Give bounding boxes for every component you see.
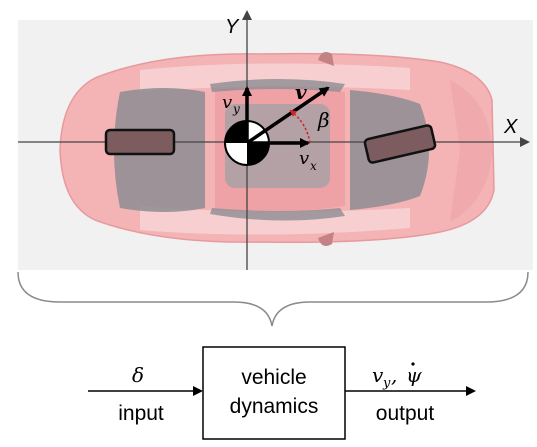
vehicle-dynamics-block bbox=[202, 346, 346, 440]
input-label: input bbox=[118, 402, 164, 425]
svg-text:y: y bbox=[382, 376, 391, 391]
v-label: v bbox=[295, 80, 307, 104]
vx-label: v bbox=[299, 148, 309, 169]
input-symbol: δ bbox=[132, 363, 144, 387]
block-label-line2: dynamics bbox=[230, 395, 319, 418]
vy-subscript: y bbox=[232, 102, 240, 116]
vy-label: v bbox=[222, 92, 232, 113]
output-symbol: v y , ψ bbox=[372, 362, 422, 391]
output-label: output bbox=[376, 402, 435, 425]
grouping-brace bbox=[17, 271, 529, 327]
svg-text:,: , bbox=[391, 363, 397, 387]
svg-text:v: v bbox=[372, 363, 384, 387]
vx-subscript: x bbox=[310, 159, 317, 173]
v-vector bbox=[246, 86, 330, 145]
beta-label: β bbox=[317, 108, 330, 132]
car-mirror-left bbox=[318, 52, 334, 66]
car-mirror-right bbox=[318, 232, 334, 246]
rear-tire bbox=[104, 128, 176, 156]
svg-text:ψ: ψ bbox=[406, 363, 422, 387]
block-label-line1: vehicle bbox=[241, 366, 306, 389]
x-axis-label: X bbox=[503, 116, 518, 138]
beta-arc bbox=[289, 109, 311, 144]
front-tire bbox=[363, 124, 437, 164]
y-axis-label: Y bbox=[225, 16, 240, 38]
